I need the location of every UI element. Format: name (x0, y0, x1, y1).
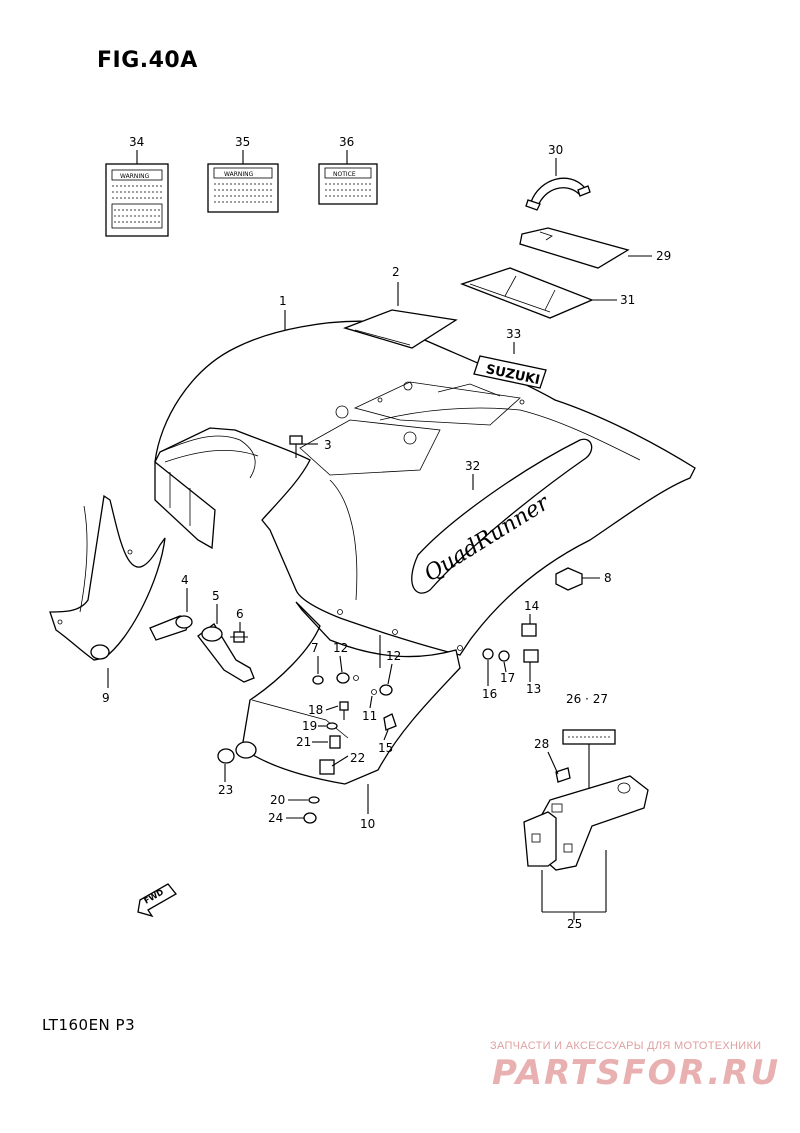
callout-3: 3 (324, 438, 332, 452)
bracket-25 (523, 729, 649, 871)
right-hardware (482, 623, 539, 663)
callout-36: 36 (339, 135, 354, 149)
rear-fender-1 (154, 320, 696, 656)
bracket-4 (149, 588, 193, 641)
callout-12a: 12 (333, 641, 348, 655)
callout-19: 19 (302, 719, 317, 733)
flap-10 (235, 601, 461, 785)
figure-title: FIG.40A (97, 48, 198, 73)
callout-18: 18 (308, 703, 323, 717)
callout-28: 28 (534, 737, 549, 751)
watermark-logo: PARTSFOR.RU (492, 1053, 781, 1093)
watermark-subtitle: ЗАПЧАСТИ И АКСЕССУАРЫ ДЛЯ МОТОТЕХНИКИ (490, 1040, 762, 1052)
callout-17: 17 (500, 671, 515, 685)
notice-label-36: NOTICE (318, 163, 378, 205)
callout-25: 25 (567, 917, 582, 931)
callout-13: 13 (526, 682, 541, 696)
callout-10: 10 (360, 817, 375, 831)
callout-34: 34 (129, 135, 144, 149)
bolt-3 (289, 435, 318, 458)
callout-5: 5 (212, 589, 220, 603)
mudguard-9 (49, 494, 166, 661)
callout-16: 16 (482, 687, 497, 701)
callout-35: 35 (235, 135, 250, 149)
warning-text-35: WARNING (224, 171, 254, 178)
cover-29 (519, 227, 652, 269)
callout-20: 20 (270, 793, 285, 807)
callout-7: 7 (311, 641, 319, 655)
callout-11: 11 (362, 709, 377, 723)
callout-14: 14 (524, 599, 539, 613)
callout-22: 22 (350, 751, 365, 765)
strap-30 (525, 177, 591, 211)
callout-29: 29 (656, 249, 671, 263)
bracket-5 (197, 604, 255, 683)
warning-label-35: WARNING (207, 163, 279, 213)
cap-8 (555, 567, 600, 591)
callout-33: 33 (506, 327, 521, 341)
callout-21: 21 (296, 735, 311, 749)
model-code: LT160EN P3 (42, 1016, 136, 1034)
callout-15: 15 (378, 741, 393, 755)
callout-8: 8 (604, 571, 612, 585)
callout-32: 32 (465, 459, 480, 473)
access-lid-2 (342, 309, 458, 349)
warning-text-34: WARNING (120, 173, 150, 180)
callout-31: 31 (620, 293, 635, 307)
hardware-set (217, 672, 397, 824)
callout-26-27: 26 · 27 (566, 692, 608, 706)
callout-6: 6 (236, 607, 244, 621)
callout-23: 23 (218, 783, 233, 797)
warning-label-34: WARNING (105, 163, 169, 237)
fwd-arrow: FWD (137, 883, 177, 918)
pad-31 (460, 267, 617, 319)
leader-lines (224, 614, 559, 819)
callout-24: 24 (268, 811, 283, 825)
callout-12b: 12 (386, 649, 401, 663)
bolt-6 (230, 622, 248, 643)
callouts: 34 35 36 30 29 31 2 1 33 3 32 8 4 5 6 14… (102, 135, 671, 931)
callout-2: 2 (392, 265, 400, 279)
callout-9: 9 (102, 691, 110, 705)
notice-text-36: NOTICE (333, 171, 356, 178)
callout-4: 4 (181, 573, 189, 587)
callout-1: 1 (279, 294, 287, 308)
callout-30: 30 (548, 143, 563, 157)
